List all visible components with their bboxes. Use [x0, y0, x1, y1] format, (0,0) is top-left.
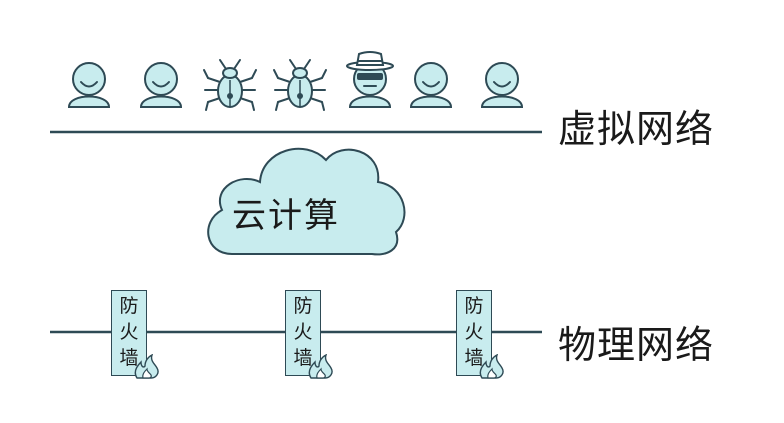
firewall-label: 防 火 墙 [111, 293, 147, 371]
firewall-label: 防 火 墙 [456, 293, 492, 371]
user-icon [139, 62, 183, 108]
flame-icon [479, 354, 504, 379]
firewall-char: 墙 [293, 347, 313, 369]
firewall-1: 防 火 墙 [111, 290, 159, 379]
firewall-char: 火 [293, 321, 313, 343]
firewall-char: 防 [293, 295, 313, 317]
physical-network-label: 物理网络 [558, 323, 715, 367]
bug-icon [203, 59, 257, 111]
firewall-2: 防 火 墙 [285, 290, 333, 379]
bug-icon [273, 59, 327, 111]
virtual-network-label: 虚拟网络 [558, 107, 715, 151]
firewall-label: 防 火 墙 [285, 293, 321, 371]
firewall-3: 防 火 墙 [456, 290, 504, 379]
firewall-char: 火 [119, 321, 139, 343]
firewall-char: 墙 [464, 347, 484, 369]
flame-icon [308, 354, 333, 379]
cloud-shape [207, 147, 406, 256]
user-icon [67, 62, 111, 108]
flame-icon [134, 354, 159, 379]
cloud-label: 云计算 [232, 196, 340, 236]
firewall-char: 墙 [119, 347, 139, 369]
firewall-char: 防 [464, 295, 484, 317]
user-icon [409, 62, 453, 108]
hacker-icon [346, 51, 394, 108]
virtual-nodes-group [67, 51, 524, 111]
firewall-box [285, 290, 321, 376]
firewall-char: 防 [119, 295, 139, 317]
user-icon [480, 62, 524, 108]
firewall-char: 火 [464, 321, 484, 343]
